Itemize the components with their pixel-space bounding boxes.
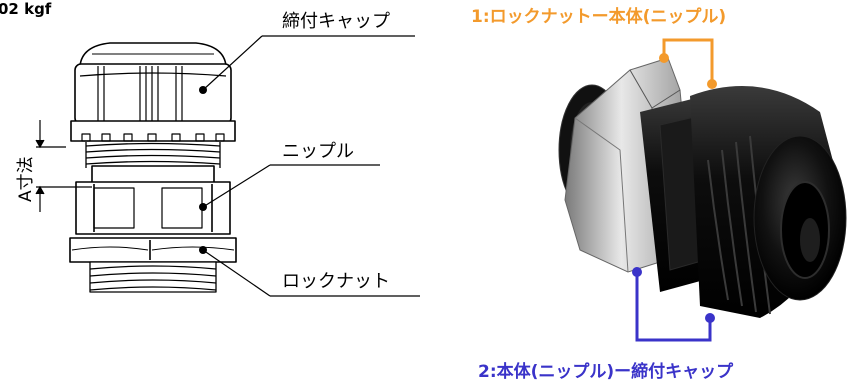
leader-lines	[202, 35, 420, 297]
upper-threads	[85, 142, 221, 168]
orange-dot-right	[707, 79, 717, 89]
locknut-body	[69, 237, 237, 263]
blue-bracket	[635, 272, 712, 342]
blue-dot-right	[705, 313, 715, 323]
orange-dot-left	[659, 53, 669, 63]
locknut-label: ロックナット	[282, 271, 390, 292]
orange-bracket	[662, 38, 714, 82]
callout-1-title: 1:ロックナットー本体(ニップル)	[471, 6, 726, 27]
torque-text: 02 kgf	[0, 0, 52, 18]
nipple-label: ニップル	[282, 141, 354, 162]
a-dimension-label: A寸法	[16, 156, 36, 202]
a-dimension-marker	[35, 120, 92, 212]
cap-label: 締付キャップ	[282, 11, 390, 32]
gland-3d-rendering	[558, 57, 847, 318]
locknut-leader-dot	[199, 246, 207, 254]
nipple-body	[75, 181, 231, 235]
gland-line-drawing	[69, 42, 237, 293]
callout-2-title: 2:本体(ニップル)ー締付キャップ	[478, 361, 734, 382]
nipple-leader-dot	[199, 203, 207, 211]
cap-flange	[70, 120, 236, 142]
cap-leader-dot	[199, 86, 207, 94]
blue-dot-left	[632, 267, 642, 277]
lower-threads	[89, 261, 217, 293]
